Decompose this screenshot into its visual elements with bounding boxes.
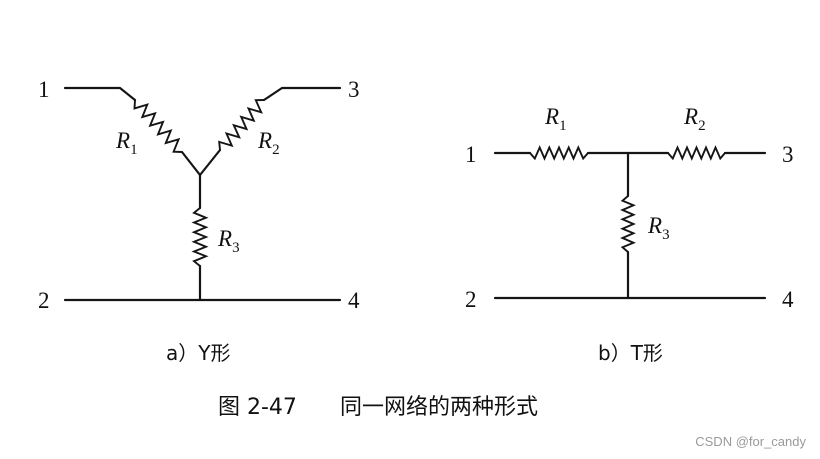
t-network-caption: b）T形 xyxy=(598,341,663,365)
y-wire-terminal-3 xyxy=(262,86,342,102)
t-resistor-r2 xyxy=(667,145,726,161)
watermark-text: CSDN @for_candy xyxy=(695,434,806,449)
y-wire-r2-junction xyxy=(198,148,222,177)
y-r2-label: R2 xyxy=(257,128,280,158)
y-r1-label: R1 xyxy=(115,128,138,158)
y-r3-label: R3 xyxy=(217,226,240,256)
t-r2-label: R2 xyxy=(683,104,706,134)
figure-number: 图 2-47 xyxy=(218,395,297,420)
y-terminal-3-label: 3 xyxy=(348,77,360,102)
y-network-diagram: 1 3 2 4 R1 R2 R3 a）Y形 xyxy=(38,77,360,365)
y-terminal-2-label: 2 xyxy=(38,288,50,313)
t-resistor-r3 xyxy=(620,195,636,253)
t-r3-label: R3 xyxy=(647,213,670,243)
y-network-caption: a）Y形 xyxy=(166,341,230,365)
t-terminal-3-label: 3 xyxy=(782,142,794,167)
t-terminal-1-label: 1 xyxy=(465,142,477,167)
y-resistor-r1 xyxy=(133,99,183,153)
t-terminal-4-label: 4 xyxy=(782,287,794,312)
t-resistor-r1 xyxy=(529,145,589,161)
t-terminal-2-label: 2 xyxy=(465,287,477,312)
y-resistor-r2 xyxy=(218,99,265,151)
figure-title: 同一网络的两种形式 xyxy=(340,395,538,420)
y-wire-r1-junction xyxy=(180,150,202,177)
t-r1-label: R1 xyxy=(544,104,567,134)
t-network-diagram: 1 3 2 4 R1 R2 R3 b）T形 xyxy=(465,104,794,365)
y-terminal-1-label: 1 xyxy=(38,77,50,102)
y-resistor-r3 xyxy=(191,207,209,267)
y-wire-terminal-1 xyxy=(63,86,137,102)
y-terminal-4-label: 4 xyxy=(348,288,360,313)
